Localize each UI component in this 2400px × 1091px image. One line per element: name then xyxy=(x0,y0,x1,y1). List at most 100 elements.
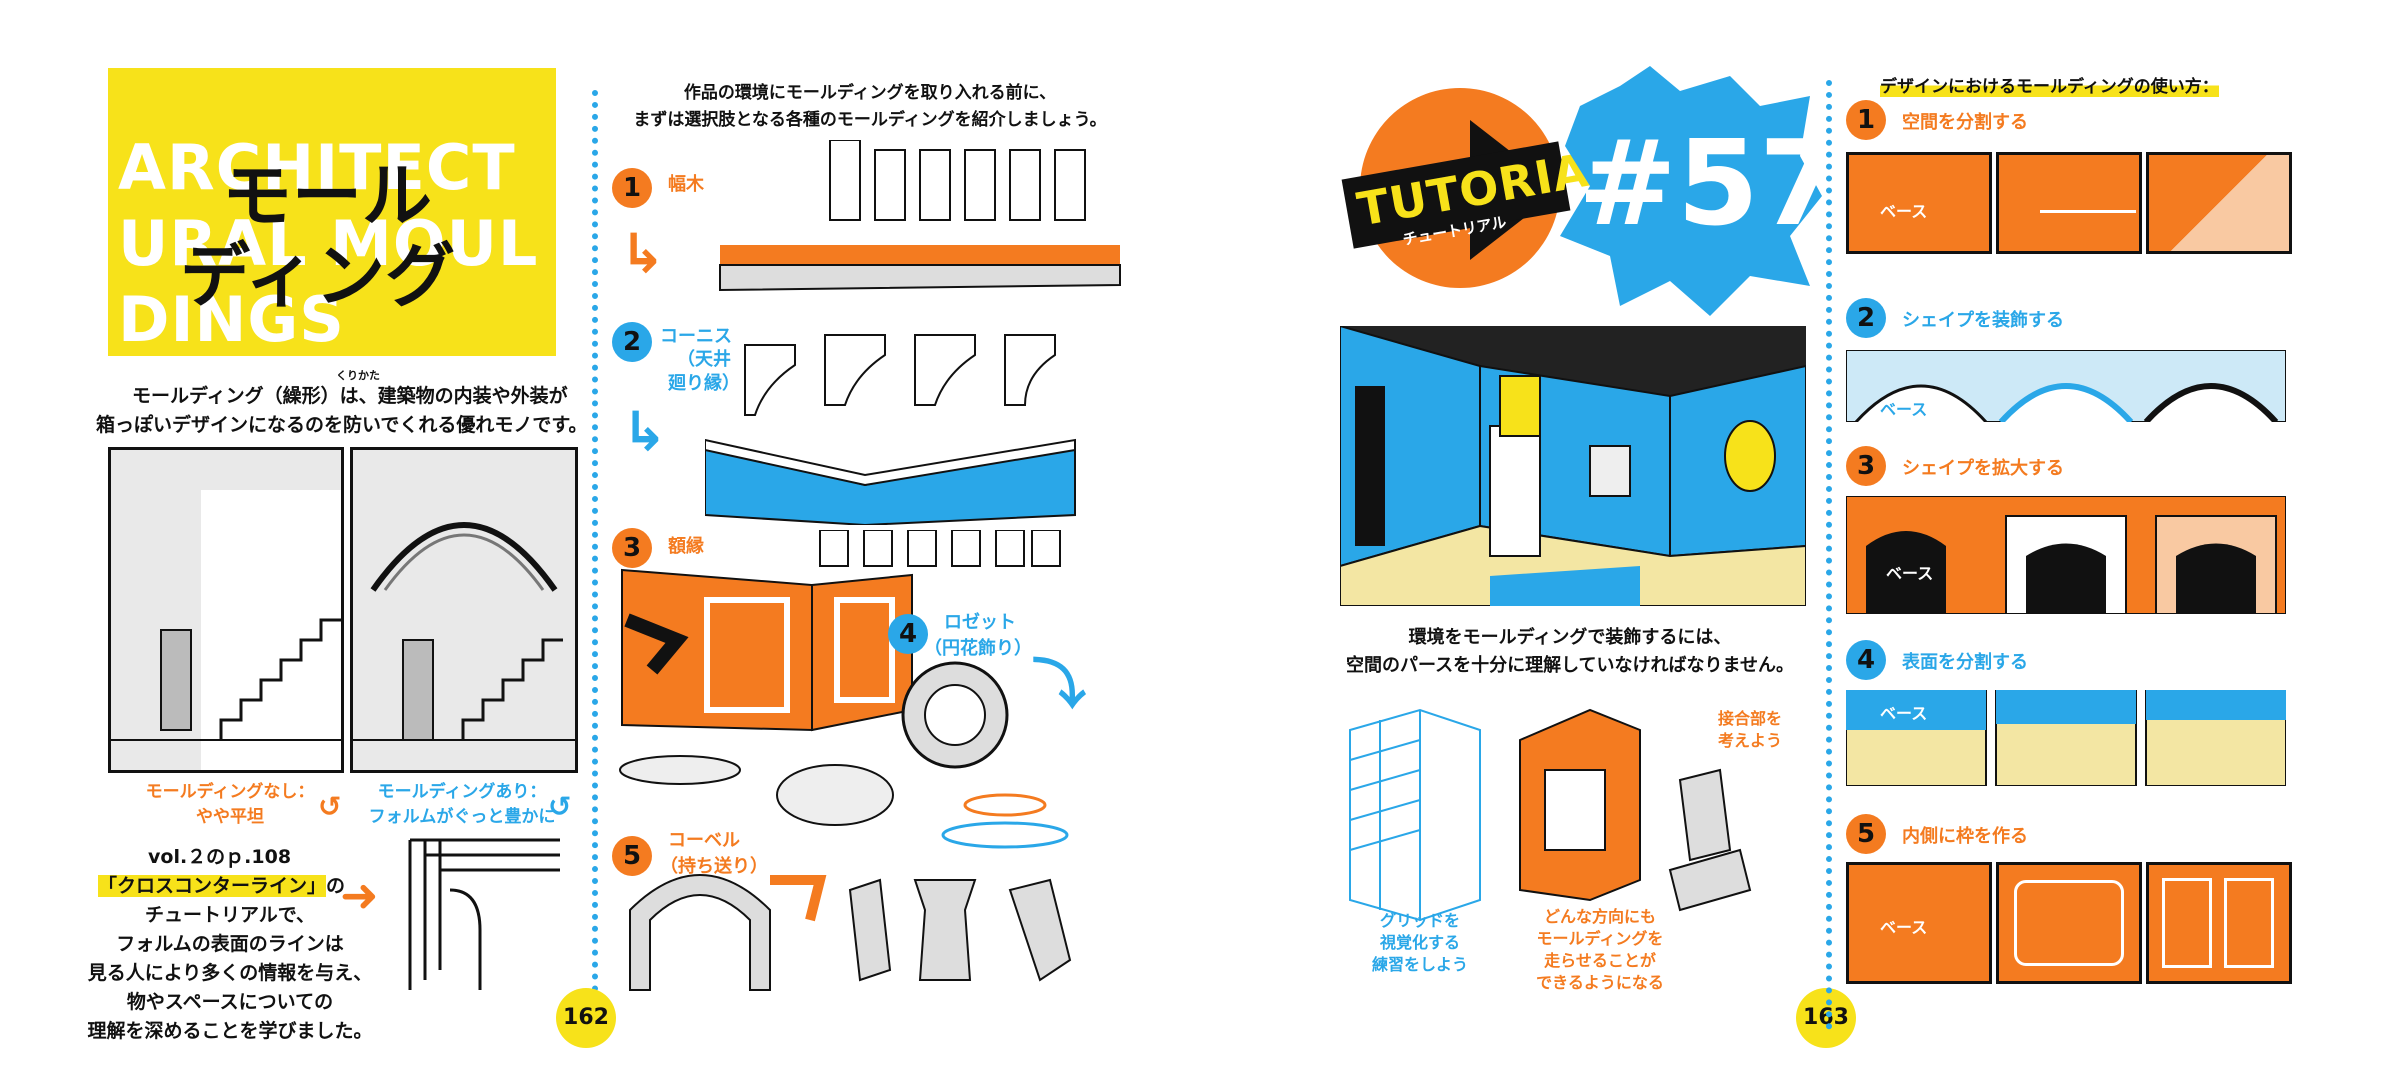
caption-joint-line1: 接合部を xyxy=(1717,709,1782,728)
right-body-line2: 空間のパースを十分に理解していなければなりません。 xyxy=(1345,655,1795,676)
step5-inner-frame-c2 xyxy=(2224,878,2274,968)
item-number-4: 4 xyxy=(888,614,928,654)
caption-with-molding: モールディングあり： フォルムがぐっと豊かに xyxy=(362,780,562,830)
tutorial-number: #57 xyxy=(1578,114,1842,252)
step1-panel-c xyxy=(2146,152,2292,254)
caption-direction-line2: モールディングを xyxy=(1536,929,1664,948)
ref-body-line3: 見る人により多くの情報を与え、 xyxy=(87,962,373,984)
corbel-illustration xyxy=(629,874,1072,991)
step2-arches xyxy=(1846,350,2286,422)
step4-base-label: ベース xyxy=(1880,704,1928,723)
step5-inner-frame-b xyxy=(2014,880,2124,966)
step-label-4: 表面を分割する xyxy=(1902,652,2028,673)
ref-highlight: 「クロスコンターライン」 xyxy=(98,875,327,897)
cornice-sub-line2: 廻り縁） xyxy=(668,373,740,394)
frame-illustration xyxy=(621,530,1061,732)
caption-without-line1: モールディングなし： xyxy=(145,782,315,802)
title-japanese-line1: モール xyxy=(222,155,432,237)
step5-base-label: ベース xyxy=(1880,918,1928,937)
ref-body: チュートリアルで、 フォルムの表面のラインは 見る人により多くの情報を与え、 物… xyxy=(70,901,390,1046)
baseboard-arrow-icon: ↳ xyxy=(620,222,666,285)
step5-inner-frame-c1 xyxy=(2162,878,2212,968)
caption-direction-line1: どんな方向にも xyxy=(1543,907,1656,926)
caption-direction: どんな方向にも モールディングを 走らせることが できるようになる xyxy=(1520,906,1680,994)
ref-arrow-icon: ➜ xyxy=(340,868,379,922)
step-number-3: 3 xyxy=(1846,446,1886,486)
caption-with-line1: モールディングあり： xyxy=(377,782,547,802)
ref-body-line4: 物やスペースについての xyxy=(126,991,334,1013)
step1-base-label: ベース xyxy=(1880,202,1928,221)
intro-line2: 箱っぽいデザインになるのを防いでくれる優れモノです。 xyxy=(96,414,588,436)
cornice-arrow-icon: ↳ xyxy=(622,400,668,463)
step3-doorways xyxy=(1846,496,2286,614)
caption-arrow-left: ↺ xyxy=(318,790,342,823)
baseboard-illustration xyxy=(719,140,1121,292)
ref-body-line2: フォルムの表面のラインは xyxy=(116,933,344,955)
cornice-sub-line1: （天井 xyxy=(677,349,731,370)
step2-base-label: ベース xyxy=(1880,400,1928,419)
title-english: ARCHITECTURAL MOULDINGS xyxy=(118,131,539,356)
page-number-left: 162 xyxy=(556,988,616,1048)
step-number-4: 4 xyxy=(1846,640,1886,680)
right-body-line1: 環境をモールディングで装飾するには、 xyxy=(1408,627,1732,648)
step-number-2: 2 xyxy=(1846,298,1886,338)
cross-contour-illustration xyxy=(408,838,560,990)
caption-grid-line3: 練習をしよう xyxy=(1371,955,1468,974)
stair-molding-illustration xyxy=(353,450,575,770)
rosette-illustration xyxy=(619,661,1069,849)
step-label-5: 内側に枠を作る xyxy=(1902,826,2028,847)
rosette-arrow-icon: ⤵ xyxy=(1032,653,1086,716)
grid-perspective-illustration xyxy=(1349,708,1752,922)
right-column-divider xyxy=(1826,80,1832,1030)
intro-ruby: くりかた xyxy=(336,369,380,382)
caption-without-line2: やや平坦 xyxy=(196,807,264,827)
caption-direction-line3: 走らせることが xyxy=(1544,951,1656,970)
stair-illustration xyxy=(111,450,341,770)
item-sub-rosette: （円花飾り） xyxy=(924,638,1032,659)
step5-panel-c xyxy=(2146,862,2292,984)
ref-line1: vol.２のｐ.108 xyxy=(148,846,292,868)
ref-body-line1: チュートリアルで、 xyxy=(144,904,316,926)
item-number-3: 3 xyxy=(612,528,652,568)
step-label-3: シェイプを拡大する xyxy=(1902,458,2064,479)
item-sub-cornice: （天井 廻り縁） xyxy=(668,348,740,396)
step-number-1: 1 xyxy=(1846,100,1886,140)
caption-grid-line2: 視覚化する xyxy=(1379,933,1460,952)
caption-joint: 接合部を 考えよう xyxy=(1700,708,1800,752)
step-label-1: 空間を分割する xyxy=(1902,112,2028,133)
col-title: デザインにおけるモールディングの使い方： xyxy=(1880,72,2219,97)
step3-base-label: ベース xyxy=(1886,564,1934,583)
stair-panel-with-molding xyxy=(350,447,578,773)
cornice-illustration xyxy=(705,334,1076,525)
intro-line1: モールディング（繰形）は、建築物の内装や外装が xyxy=(132,385,568,407)
step1-divider-b xyxy=(2040,210,2136,213)
item-label-cornice: コーニス xyxy=(660,326,732,347)
title-block xyxy=(108,68,556,356)
item-label-rosette: ロゼット xyxy=(944,612,1016,633)
caption-grid-line1: グリッドを xyxy=(1379,911,1460,930)
item-number-1: 1 xyxy=(612,168,652,208)
right-body: 環境をモールディングで装飾するには、 空間のパースを十分に理解していなければなり… xyxy=(1330,624,1810,680)
item-label-frame: 額縁 xyxy=(668,536,704,557)
tutorial-splash xyxy=(1560,66,1822,316)
step-label-2: シェイプを装飾する xyxy=(1902,310,2064,331)
item-label-corbel: コーベル xyxy=(668,830,740,851)
ref-body-line5: 理解を深めることを学びました。 xyxy=(87,1020,373,1042)
step5-panel-a xyxy=(1846,862,1992,984)
item-sub-corbel: （持ち送り） xyxy=(660,856,768,877)
caption-with-line2: フォルムがぐっと豊かに xyxy=(368,807,556,827)
stair-panel-without-molding xyxy=(108,447,344,773)
col-intro-line1: 作品の環境にモールディングを取り入れる前に、 xyxy=(683,83,1057,103)
col-intro-line2: まずは選択肢となる各種のモールディングを紹介しましょう。 xyxy=(633,110,1107,130)
caption-joint-line2: 考えよう xyxy=(1717,731,1782,750)
item-label-baseboard: 幅木 xyxy=(668,174,704,195)
caption-without-molding: モールディングなし： やや平坦 xyxy=(120,780,340,830)
step4-wall-panels xyxy=(1846,690,2286,786)
col-intro: 作品の環境にモールディングを取り入れる前に、 まずは選択肢となる各種のモールディ… xyxy=(610,80,1130,134)
caption-direction-line4: できるようになる xyxy=(1536,973,1664,992)
step1-panel-b xyxy=(1996,152,2142,254)
ref-suffix: の xyxy=(326,875,346,897)
item-number-2: 2 xyxy=(612,322,652,362)
caption-arrow-right: ↺ xyxy=(548,790,572,823)
room-illustration xyxy=(1340,326,1806,606)
